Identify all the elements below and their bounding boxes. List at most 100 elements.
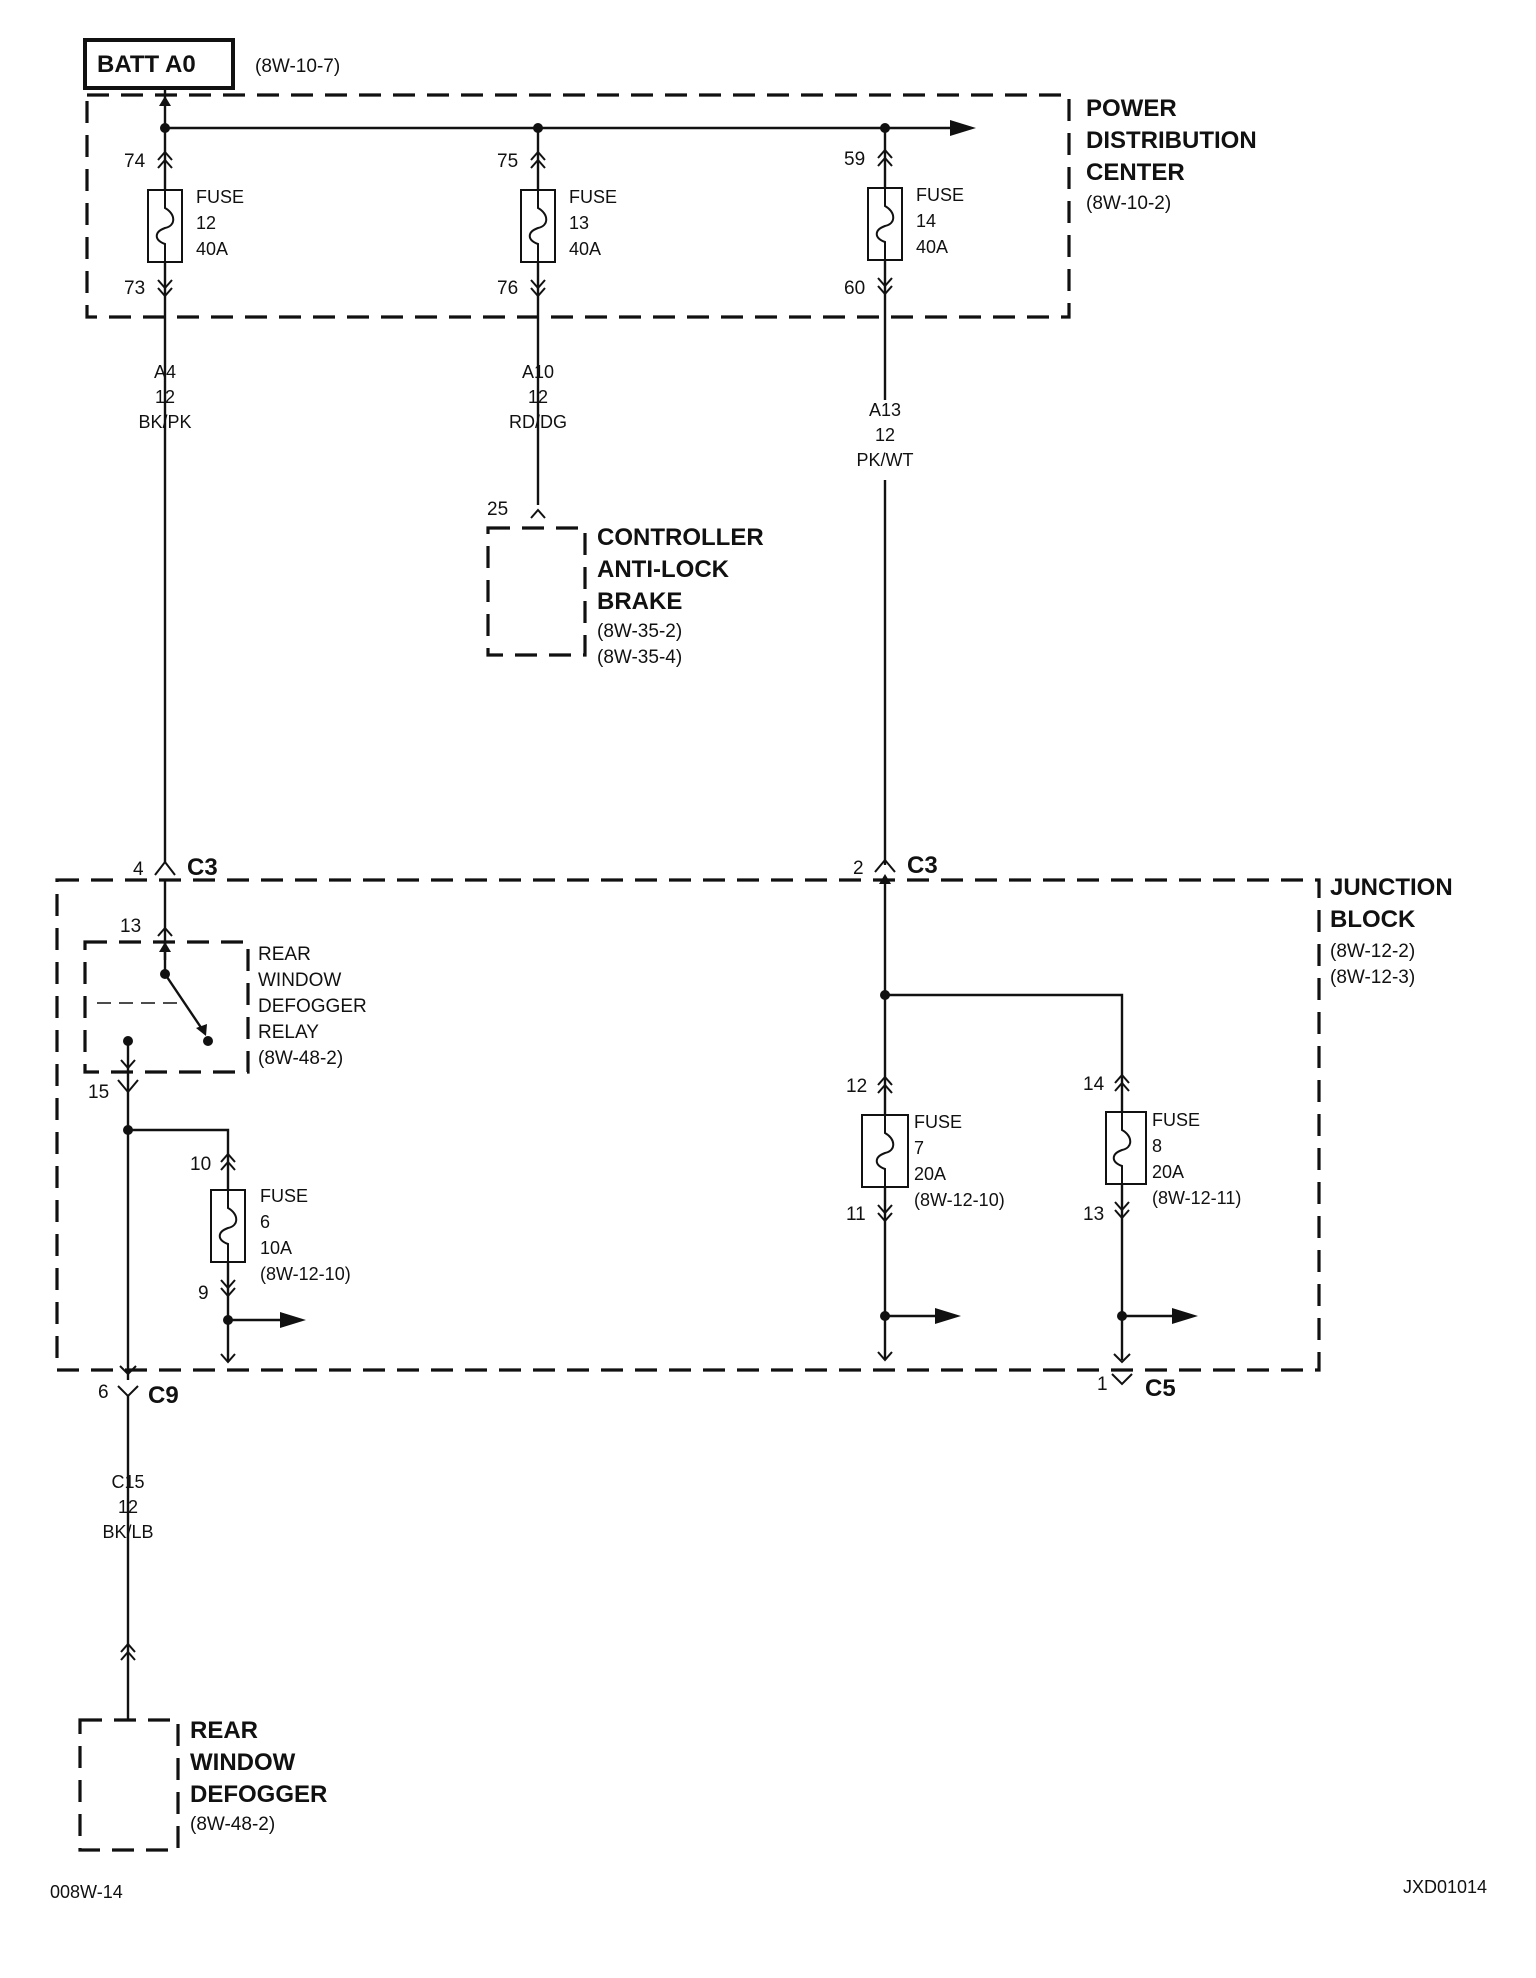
pdc-ref: (8W-10-2) bbox=[1086, 193, 1171, 214]
svg-text:12: 12 bbox=[155, 387, 175, 407]
svg-text:11: 11 bbox=[846, 1204, 866, 1225]
fuse-6-output-arrow bbox=[280, 1312, 306, 1328]
svg-text:FUSE: FUSE bbox=[916, 185, 964, 205]
svg-text:DEFOGGER: DEFOGGER bbox=[190, 1781, 327, 1808]
svg-text:ANTI-LOCK: ANTI-LOCK bbox=[597, 556, 730, 583]
relay-pin-in: 13 bbox=[120, 916, 141, 937]
svg-text:9: 9 bbox=[198, 1283, 209, 1304]
svg-text:BK/LB: BK/LB bbox=[102, 1522, 153, 1542]
svg-text:A4: A4 bbox=[154, 362, 176, 382]
svg-text:FUSE: FUSE bbox=[914, 1112, 962, 1132]
svg-text:75: 75 bbox=[497, 151, 518, 172]
pdc-label-1: POWER bbox=[1086, 95, 1177, 122]
svg-text:CONTROLLER: CONTROLLER bbox=[597, 524, 764, 551]
connector-c9: 6 C9 bbox=[98, 1365, 179, 1409]
svg-text:60: 60 bbox=[844, 278, 865, 299]
pdc-fuse-12: 74 73 FUSE 12 40A bbox=[124, 128, 244, 545]
jb-fuse-6: 10 9 FUSE 6 10A (8W-12-10) bbox=[190, 1152, 351, 1304]
svg-text:RD/DG: RD/DG bbox=[509, 412, 567, 432]
svg-text:C3: C3 bbox=[187, 854, 218, 881]
pdc-fuse-13: 75 76 FUSE 13 40A bbox=[497, 128, 617, 505]
svg-text:2: 2 bbox=[853, 858, 864, 879]
batt-entry-arrow bbox=[159, 96, 171, 106]
svg-text:12: 12 bbox=[196, 213, 216, 233]
fuse-6-bottom-mark bbox=[220, 1353, 236, 1364]
svg-text:13: 13 bbox=[569, 213, 589, 233]
svg-text:20A: 20A bbox=[1152, 1162, 1184, 1182]
svg-text:1: 1 bbox=[1097, 1374, 1108, 1395]
svg-text:12: 12 bbox=[875, 425, 895, 445]
jb-fuse-8: 14 13 FUSE 8 20A (8W-12-11) bbox=[1083, 1073, 1241, 1225]
svg-text:(8W-35-4): (8W-35-4) bbox=[597, 647, 682, 668]
circuit-label-a13: A13 12 PK/WT bbox=[857, 400, 914, 470]
svg-text:12: 12 bbox=[846, 1076, 867, 1097]
jb-label-1: JUNCTION bbox=[1330, 874, 1453, 901]
svg-text:C5: C5 bbox=[1145, 1375, 1176, 1402]
svg-text:25: 25 bbox=[487, 499, 508, 520]
svg-text:REAR: REAR bbox=[190, 1717, 258, 1744]
pdc-boundary bbox=[85, 93, 1071, 319]
pdc-bus-bar bbox=[163, 88, 950, 130]
svg-text:PK/WT: PK/WT bbox=[857, 450, 914, 470]
batt-a0-label: BATT A0 bbox=[97, 51, 196, 78]
fuse-7-bottom-mark bbox=[877, 1351, 893, 1362]
svg-text:(8W-48-2): (8W-48-2) bbox=[190, 1814, 275, 1835]
relay-pin-15-mark bbox=[117, 1079, 139, 1094]
svg-text:4: 4 bbox=[133, 859, 144, 880]
circuit-label-a4: A4 12 BK/PK bbox=[138, 362, 191, 432]
svg-text:(8W-35-2): (8W-35-2) bbox=[597, 621, 682, 642]
jb-fuse-7: 12 11 FUSE 7 20A (8W-12-10) bbox=[846, 1075, 1005, 1225]
svg-text:12: 12 bbox=[528, 387, 548, 407]
svg-text:FUSE: FUSE bbox=[196, 187, 244, 207]
svg-text:7: 7 bbox=[914, 1138, 924, 1158]
rear-window-defogger-relay: REAR WINDOW DEFOGGER RELAY (8W-48-2) bbox=[83, 940, 367, 1074]
connector-c3-left: 4 C3 bbox=[133, 854, 218, 881]
svg-text:DEFOGGER: DEFOGGER bbox=[258, 996, 367, 1017]
wire-to-fuse-8 bbox=[885, 993, 1124, 1360]
svg-text:A13: A13 bbox=[869, 400, 901, 420]
pdc-fuse-14: 59 60 FUSE 14 40A bbox=[844, 128, 964, 865]
svg-text:BRAKE: BRAKE bbox=[597, 588, 682, 615]
circuit-label-c15: C15 12 BK/LB bbox=[102, 1472, 153, 1542]
connector-c3-right: 2 C3 bbox=[853, 852, 938, 879]
svg-text:6: 6 bbox=[260, 1212, 270, 1232]
svg-text:74: 74 bbox=[124, 151, 146, 172]
bus-arrow bbox=[950, 120, 976, 136]
svg-text:C15: C15 bbox=[111, 1472, 144, 1492]
jb-ref-2: (8W-12-3) bbox=[1330, 967, 1415, 988]
abs-controller: 25 CONTROLLER ANTI-LOCK BRAKE (8W-35-2) … bbox=[486, 499, 764, 668]
svg-text:12: 12 bbox=[118, 1497, 138, 1517]
svg-text:BK/PK: BK/PK bbox=[138, 412, 191, 432]
relay-pin-13-mark bbox=[157, 926, 173, 937]
svg-text:40A: 40A bbox=[916, 237, 948, 257]
jb-ref-1: (8W-12-2) bbox=[1330, 941, 1415, 962]
svg-text:WINDOW: WINDOW bbox=[190, 1749, 296, 1776]
rear-window-defogger: REAR WINDOW DEFOGGER (8W-48-2) bbox=[78, 1642, 327, 1852]
batt-a0-box bbox=[83, 38, 235, 90]
svg-text:REAR: REAR bbox=[258, 944, 311, 965]
svg-text:(8W-12-11): (8W-12-11) bbox=[1152, 1188, 1241, 1208]
svg-text:76: 76 bbox=[497, 278, 518, 299]
svg-text:59: 59 bbox=[844, 149, 865, 170]
jb-entry-arrow bbox=[879, 874, 891, 884]
svg-text:8: 8 bbox=[1152, 1136, 1162, 1156]
svg-text:14: 14 bbox=[1083, 1074, 1105, 1095]
svg-text:FUSE: FUSE bbox=[569, 187, 617, 207]
svg-text:10: 10 bbox=[190, 1154, 211, 1175]
svg-text:FUSE: FUSE bbox=[260, 1186, 308, 1206]
pdc-label-2: DISTRIBUTION bbox=[1086, 127, 1257, 154]
relay-pin-out: 15 bbox=[88, 1082, 109, 1103]
svg-text:WINDOW: WINDOW bbox=[258, 970, 341, 991]
svg-text:C9: C9 bbox=[148, 1382, 179, 1409]
svg-text:10A: 10A bbox=[260, 1238, 292, 1258]
svg-text:6: 6 bbox=[98, 1382, 109, 1403]
svg-text:20A: 20A bbox=[914, 1164, 946, 1184]
svg-text:(8W-48-2): (8W-48-2) bbox=[258, 1048, 343, 1069]
svg-text:FUSE: FUSE bbox=[1152, 1110, 1200, 1130]
pdc-label-3: CENTER bbox=[1086, 159, 1185, 186]
svg-text:40A: 40A bbox=[569, 239, 601, 259]
circuit-label-a10: A10 12 RD/DG bbox=[509, 362, 567, 432]
footer-left-code: 008W-14 bbox=[50, 1882, 123, 1902]
jb-label-2: BLOCK bbox=[1330, 906, 1416, 933]
